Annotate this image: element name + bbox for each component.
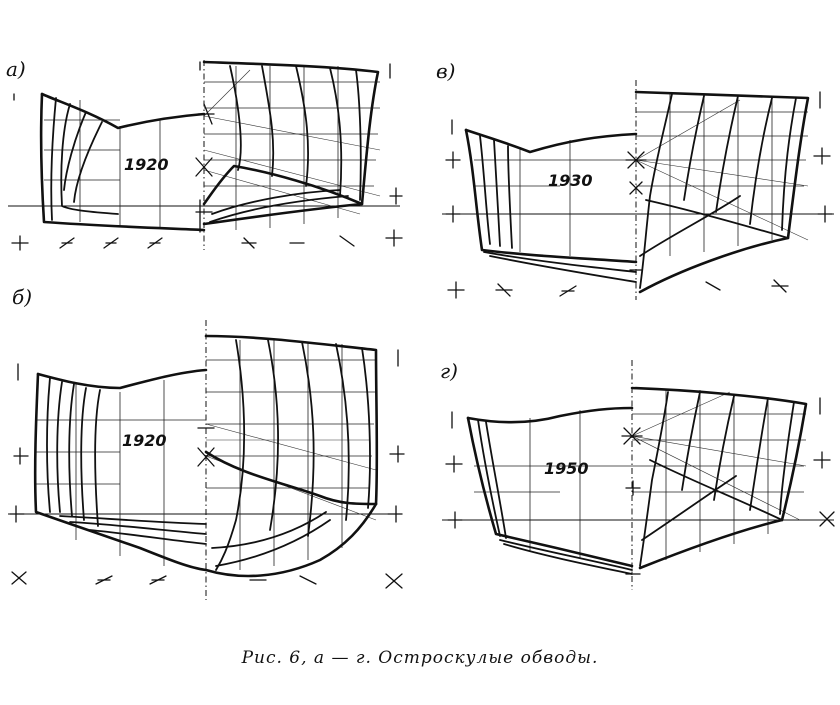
panel-a: а)	[6, 57, 403, 251]
panel-b-bottom-right	[204, 502, 378, 578]
panel-g-bottom-right	[638, 518, 784, 570]
panel-v: в)	[436, 59, 834, 300]
panel-g-sheer-right	[630, 386, 808, 522]
panel-b-markers	[9, 349, 405, 589]
panel-b-chine-right	[204, 450, 378, 506]
panel-g-bottom-left	[466, 416, 634, 568]
panel-v-letter: в)	[436, 59, 455, 83]
panel-a-deck-line	[40, 92, 206, 130]
panel-b: б)	[8, 285, 405, 600]
panel-g: г)	[440, 359, 835, 590]
panel-g-year: 1950	[544, 459, 589, 478]
panel-b-sheer-right	[204, 334, 379, 506]
panel-b-year: 1920	[122, 431, 167, 450]
panel-a-bottom-left	[39, 92, 206, 232]
panel-v-sheer-right	[634, 90, 810, 240]
panel-a-markers	[11, 61, 403, 251]
panel-b-deck-line	[36, 368, 208, 390]
panel-v-bottom-right	[638, 236, 790, 294]
panel-g-letter: г)	[440, 359, 458, 383]
panel-b-bottom-left	[33, 372, 208, 572]
panel-v-bottom-left	[464, 128, 638, 264]
panel-a-chine-right	[202, 164, 364, 226]
panel-v-year: 1930	[548, 171, 593, 190]
panel-a-grid	[44, 66, 381, 230]
panel-v-grid	[474, 92, 809, 256]
panel-v-markers	[445, 91, 833, 299]
panel-b-grid	[36, 340, 377, 570]
panel-a-letter: а)	[6, 57, 26, 81]
panel-v-deck-line	[464, 128, 638, 154]
panel-g-deck-line	[466, 406, 634, 424]
panel-a-sheer-right	[202, 60, 380, 206]
panel-g-markers	[445, 397, 835, 575]
panel-b-letter: б)	[12, 285, 32, 309]
panel-a-year: 1920	[124, 155, 169, 174]
figure-caption: Рис. 6, а — г. Остроскулые обводы.	[241, 648, 599, 668]
